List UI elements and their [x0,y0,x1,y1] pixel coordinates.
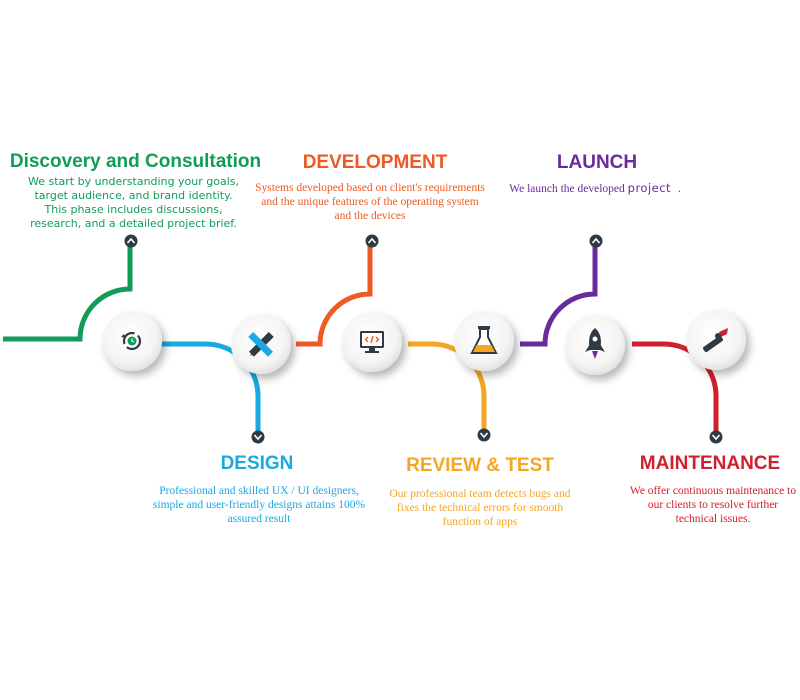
design-endpoint-down-icon [251,430,265,444]
design-title: DESIGN [220,453,294,474]
maintenance-title: MAINTENANCE [639,453,781,474]
review-title: REVIEW & TEST [406,455,554,476]
launch-connector [520,245,598,347]
development-circle [342,312,402,372]
launch-title: LAUNCH [556,152,638,173]
review-description: Our professional team detects bugs and f… [389,488,571,528]
maintenance-description: We offer continuous maintenance to our c… [629,485,797,525]
development-description: Systems developed based on client's requ… [255,182,485,222]
launch-circle [565,315,625,375]
review-circle [454,311,514,371]
launch-description: We launch the developed project . [470,181,720,196]
maintenance-endpoint-down-icon [709,430,723,444]
launch-endpoint-up-icon [589,234,603,248]
discovery-endpoint-up-icon [124,234,138,248]
pencil-ruler-icon [248,331,274,357]
refresh-clock-icon [121,331,142,351]
design-circle [231,314,291,374]
review-endpoint-down-icon [477,428,491,442]
launch-description-end: . [677,183,681,195]
wrench-icon [703,328,728,352]
design-description: Professional and skilled UX / UI designe… [152,485,366,525]
stage-circles [102,310,746,375]
discovery-circle [102,311,162,371]
flask-icon [470,326,498,354]
development-endpoint-up-icon [365,234,379,248]
launch-description-text: We launch the developed [509,183,625,195]
launch-description-highlight: project [627,181,672,195]
code-monitor-icon [360,331,384,353]
maintenance-circle [686,310,746,370]
development-title: DEVELOPMENT [302,152,448,173]
development-connector [296,245,373,347]
discovery-title: Discovery and Consultation [9,151,262,172]
discovery-description: We start by understanding your goals, ta… [27,175,240,230]
connector-endpoints [124,234,723,444]
rocket-icon [585,328,605,359]
discovery-connector [3,246,133,342]
